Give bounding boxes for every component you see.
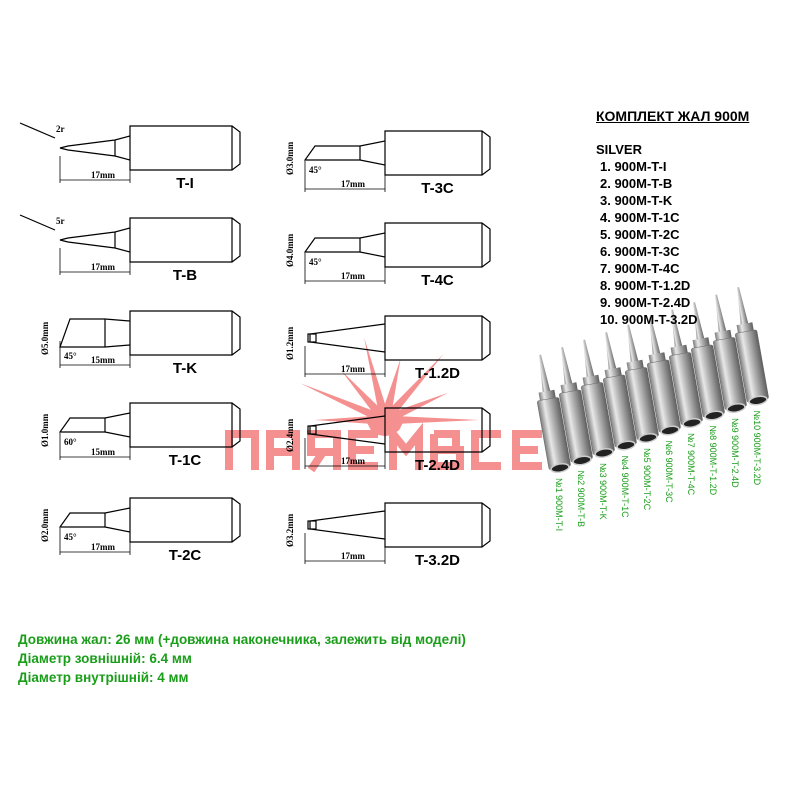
tip-label: T-1C xyxy=(169,452,202,469)
watermark-logo xyxy=(225,337,542,473)
length-label: 17mm xyxy=(341,551,365,561)
diameter-label: Ø4.0mm xyxy=(285,233,295,267)
photo-tip-label: №4 900M-T-1C xyxy=(620,456,630,519)
tip-label: T-4C xyxy=(421,272,454,289)
length-label: 17mm xyxy=(341,364,365,374)
diameter-label: Ø2.0mm xyxy=(40,508,50,542)
list-item: 10. 900M-T-3.2D xyxy=(600,312,698,327)
diameter-label: Ø2.4mm xyxy=(285,418,295,452)
specs: Довжина жал: 26 мм (+довжина наконечника… xyxy=(18,630,466,687)
photo-tip xyxy=(713,294,747,413)
list-item: 1. 900M-T-I xyxy=(600,159,667,174)
photo-tip-label: №3 900M-T-K xyxy=(598,463,608,520)
tip-label: T-2.4D xyxy=(415,457,460,474)
angle-label: 45° xyxy=(64,351,77,361)
radius-label: 5r xyxy=(56,216,65,226)
list-item: 4. 900M-T-1C xyxy=(600,210,680,225)
tip-label: T-3.2D xyxy=(415,552,460,569)
tip-label: T-2C xyxy=(169,547,202,564)
photo-tip-label: №1 900M-T-I xyxy=(554,478,564,531)
photo-tip-label: №5 900M-T-2C xyxy=(642,448,652,511)
list-item: 2. 900M-T-B xyxy=(600,176,673,191)
list-item: 3. 900M-T-K xyxy=(600,193,673,208)
diameter-label: Ø3.0mm xyxy=(285,141,295,175)
photo-tip-label: №9 900M-T-2.4D xyxy=(730,418,740,488)
tip-label: T-K xyxy=(173,360,197,377)
tip-label: T-B xyxy=(173,267,197,284)
tip-label: T-1.2D xyxy=(415,365,460,382)
burst-icon xyxy=(300,337,479,437)
angle-label: 45° xyxy=(64,532,77,542)
angle-label: 60° xyxy=(64,437,77,447)
length-label: 15mm xyxy=(91,355,115,365)
photo-tip-label: №8 900M-T-1.2D xyxy=(708,426,718,496)
diameter-label: Ø3.2mm xyxy=(285,513,295,547)
tip-label: T-I xyxy=(176,175,194,192)
length-label: 17mm xyxy=(91,542,115,552)
photo-tip xyxy=(625,324,659,443)
photo-tip xyxy=(537,354,571,473)
length-label: 17mm xyxy=(341,271,365,281)
photo-tip-label: №6 900M-T-3C xyxy=(664,441,674,504)
diameter-label: Ø1.2mm xyxy=(285,326,295,360)
list-item: 8. 900M-T-1.2D xyxy=(600,278,691,293)
photo-tip xyxy=(603,332,637,451)
tips-photo: №1 900M-T-I №2 900M-T-B №3 900M-T-K №4 900M… xyxy=(537,287,769,531)
spec-length: Довжина жал: 26 мм (+довжина наконечника… xyxy=(18,632,466,647)
photo-tip xyxy=(647,317,681,436)
list-item: 7. 900M-T-4C xyxy=(600,261,680,276)
list-item: 9. 900M-T-2.4D xyxy=(600,295,691,310)
photo-tip xyxy=(581,339,615,458)
photo-tip-label: №2 900M-T-B xyxy=(576,471,586,528)
set-title: КОМПЛЕКТ ЖАЛ 900М xyxy=(596,108,750,124)
list-item: 5. 900M-T-2C xyxy=(600,227,680,242)
length-label: 15mm xyxy=(91,447,115,457)
length-label: 17mm xyxy=(341,456,365,466)
angle-label: 45° xyxy=(309,257,322,267)
drawing-t-2.4d: Ø2.4mm 17mm T-2.4D xyxy=(285,407,491,474)
spec-outer-diameter: Діаметр зовнішній: 6.4 мм xyxy=(18,651,192,666)
series-label: SILVER xyxy=(596,142,642,157)
length-label: 17mm xyxy=(91,170,115,180)
photo-tip xyxy=(669,309,703,428)
watermark-lettering xyxy=(225,422,542,473)
photo-tip xyxy=(559,347,593,466)
angle-label: 45° xyxy=(309,165,322,175)
drawing-t-4c: 45° Ø4.0mm 17mm T-4C xyxy=(285,222,491,289)
drawing-t-3.2d: Ø3.2mm 17mm T-3.2D xyxy=(285,502,491,569)
diameter-label: Ø5.0mm xyxy=(40,321,50,355)
radius-label: 2r xyxy=(56,124,65,134)
tip-label: T-3C xyxy=(421,180,454,197)
length-label: 17mm xyxy=(91,262,115,272)
photo-tip-label: №10 900M-T-3.2D xyxy=(752,411,762,486)
spec-inner-diameter: Діаметр внутрішній: 4 мм xyxy=(18,670,189,685)
tip-list: 1. 900M-T-I 2. 900M-T-B 3. 900M-T-K 4. 9… xyxy=(600,158,698,328)
photo-tip xyxy=(691,302,725,421)
photo-tip-label: №7 900M-T-4C xyxy=(686,433,696,496)
list-item: 6. 900M-T-3C xyxy=(600,244,680,259)
drawing-t-1.2d: Ø1.2mm 17mm T-1.2D xyxy=(285,315,491,382)
length-label: 17mm xyxy=(341,179,365,189)
photo-tip xyxy=(735,287,769,406)
diameter-label: Ø1.0mm xyxy=(40,413,50,447)
drawing-t-3c: 45° Ø3.0mm 17mm T-3C xyxy=(285,130,491,197)
